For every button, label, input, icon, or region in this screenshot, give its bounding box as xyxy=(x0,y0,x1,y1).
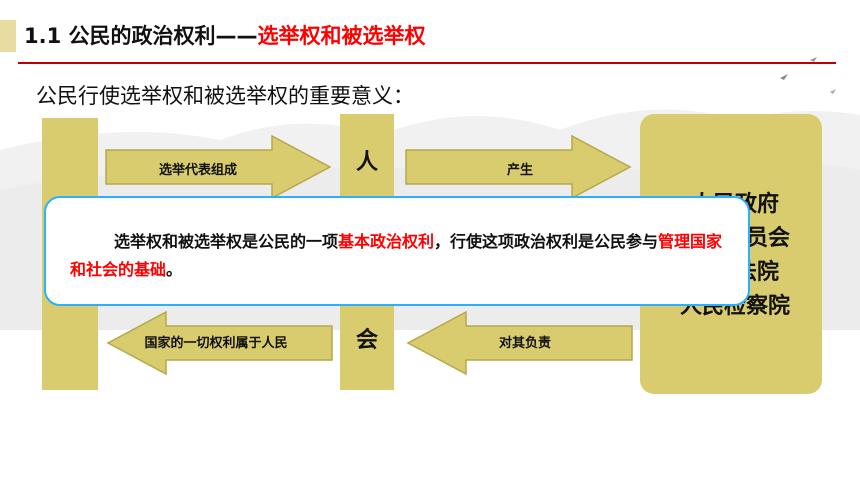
congress-char-top: 人 xyxy=(355,150,378,175)
slide-title: 1.1 公民的政治权利——选举权和被选举权 xyxy=(24,18,426,54)
title-accent-bar xyxy=(0,20,16,52)
title-prefix: 1.1 公民的政治权利—— xyxy=(24,24,258,48)
label-responsible-to: 对其负责 xyxy=(498,336,551,351)
label-power-belongs-to-people: 国家的一切权利属于人民 xyxy=(144,336,288,351)
arrow-bottom-left xyxy=(106,310,333,376)
key-point-callout: 选举权和被选举权是公民的一项基本政治权利，行使这项政治权利是公民参与管理国家和社… xyxy=(44,196,750,306)
congress-char-bottom: 会 xyxy=(355,327,378,353)
label-elect-deputies: 选举代表组成 xyxy=(158,163,237,178)
label-produce: 产生 xyxy=(506,163,533,178)
arrow-bottom-right xyxy=(406,310,633,376)
arrow-top-right xyxy=(405,134,632,200)
callout-highlight-basic-right: 基本政治权利 xyxy=(338,232,435,251)
title-divider xyxy=(18,62,836,64)
callout-highlight-foundation: 管理国家和社会的基础 xyxy=(70,232,723,279)
arrow-top-left xyxy=(105,134,332,200)
callout-text-1: 选举权和被选举权是公民的一项 xyxy=(114,232,339,251)
callout-text-2: ，行使这项政治权利是公民参与 xyxy=(434,232,659,251)
slide-header: 1.1 公民的政治权利——选举权和被选举权 xyxy=(0,18,860,54)
callout-text-3: 。 xyxy=(166,260,183,279)
section-subtitle: 公民行使选举权和被选举权的重要意义： xyxy=(36,84,414,108)
title-highlight: 选举权和被选举权 xyxy=(257,24,426,48)
